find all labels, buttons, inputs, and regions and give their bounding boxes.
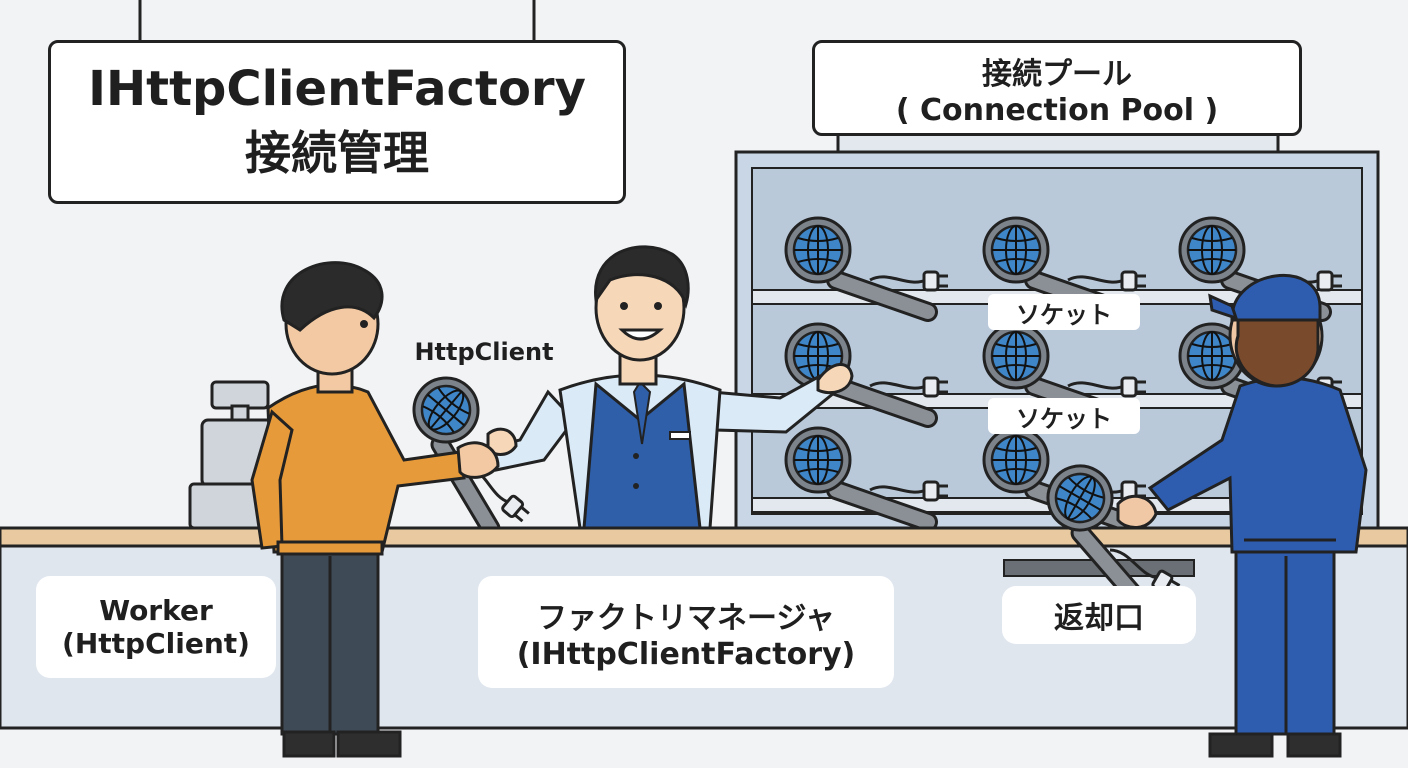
factory-manager-label-line1: ファクトリマネージャ bbox=[537, 600, 835, 636]
pool-sign-line1: 接続プール bbox=[982, 56, 1132, 92]
return-slot-label: 返却口 bbox=[1002, 586, 1196, 644]
pool-sign: 接続プール ( Connection Pool ) bbox=[812, 40, 1302, 136]
factory-manager-label-line2: (IHttpClientFactory) bbox=[516, 636, 856, 672]
mechanic-figure bbox=[1021, 273, 1368, 758]
title-sign: IHttpClientFactory 接続管理 bbox=[48, 40, 626, 204]
worker-label: Worker (HttpClient) bbox=[36, 576, 276, 678]
title-sign-line1: IHttpClientFactory bbox=[88, 61, 586, 117]
factory-manager-figure bbox=[486, 245, 854, 530]
socket-label-1: ソケット bbox=[988, 294, 1140, 330]
factory-manager-label: ファクトリマネージャ (IHttpClientFactory) bbox=[478, 576, 894, 688]
worker-label-line1: Worker bbox=[99, 594, 213, 627]
pool-sign-line2: ( Connection Pool ) bbox=[895, 92, 1219, 128]
worker-figure bbox=[250, 261, 500, 758]
worker-label-line2: (HttpClient) bbox=[62, 627, 250, 660]
httpclient-caption: HttpClient bbox=[414, 338, 554, 366]
socket-label-2: ソケット bbox=[988, 398, 1140, 434]
title-sign-line2: 接続管理 bbox=[245, 126, 429, 180]
